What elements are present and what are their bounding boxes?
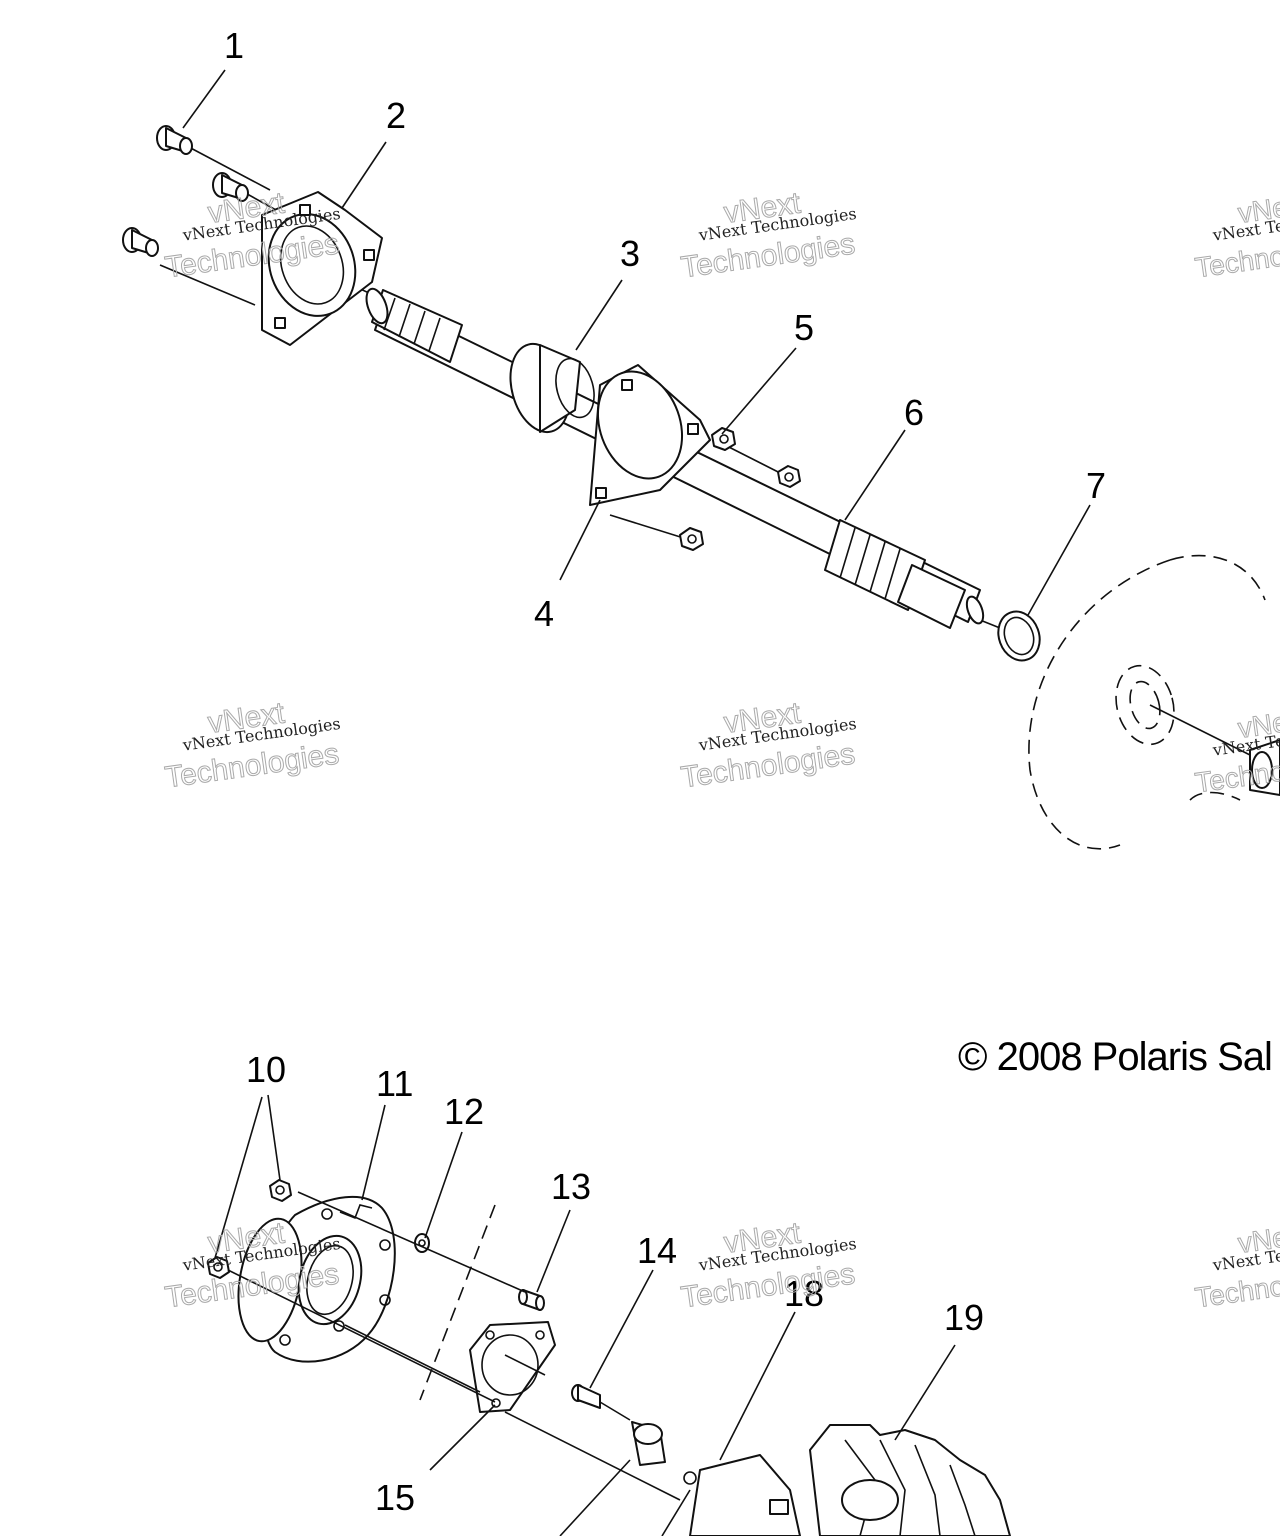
callout-12: 12 [444, 1091, 484, 1132]
callout-3: 3 [620, 233, 640, 274]
bolt-middle [212, 172, 249, 202]
flange-nut-3 [679, 527, 704, 551]
callout-4: 4 [534, 593, 554, 634]
bearing-flange-plate-rear [589, 364, 711, 506]
watermark-6: vNext vNext Technologies Technologies [1193, 703, 1280, 799]
gear-case-assembly [207, 1094, 1011, 1536]
bolt-bottom [122, 227, 159, 257]
watermark-9: vNext vNext Technologies Technologies [1193, 1218, 1280, 1314]
shaft-bearing [509, 342, 595, 434]
flange-nut-1 [711, 427, 736, 451]
callout-14: 14 [637, 1230, 677, 1271]
bolt-top [156, 125, 193, 155]
watermark-4: vNext vNext Technologies Technologies [163, 696, 342, 795]
watermark-2: vNext vNext Technologies Technologies [679, 186, 858, 285]
drive-sprocket [809, 1424, 1011, 1536]
flange-nut-2 [777, 465, 801, 488]
callout-2: 2 [386, 95, 406, 136]
callout-15: 15 [375, 1477, 415, 1518]
bearing-flange-plate [261, 191, 383, 346]
watermark-8: vNext vNext Technologies Technologies [679, 1216, 858, 1315]
clutch-hub-partial [1249, 739, 1280, 796]
callout-13: 13 [551, 1166, 591, 1207]
pinion-gear [631, 1421, 666, 1466]
callout-7: 7 [1086, 465, 1106, 506]
callout-10: 10 [246, 1049, 286, 1090]
short-bolt [571, 1384, 601, 1409]
bearing-cup-flange [237, 1195, 396, 1363]
gear-case-housing [683, 1454, 801, 1536]
watermark-5: vNext vNext Technologies Technologies [679, 696, 858, 795]
callout-18: 18 [784, 1273, 824, 1314]
watermark-3: vNext vNext Technologies Technologies [1193, 188, 1280, 284]
hex-nut-upper [269, 1179, 292, 1202]
dowel-pin [518, 1289, 545, 1311]
callout-5: 5 [794, 307, 814, 348]
callout-1: 1 [224, 25, 244, 66]
driven-clutch-sheave-outline [1028, 554, 1266, 850]
callout-11: 11 [376, 1063, 413, 1104]
copyright-notice: © 2008 Polaris Sal [958, 1035, 1272, 1079]
o-ring [997, 610, 1041, 662]
gasket [469, 1321, 556, 1413]
hex-nut-lower [207, 1256, 230, 1279]
driveshaft-assembly [122, 69, 1280, 850]
callout-6: 6 [904, 392, 924, 433]
callout-19: 19 [944, 1297, 984, 1338]
